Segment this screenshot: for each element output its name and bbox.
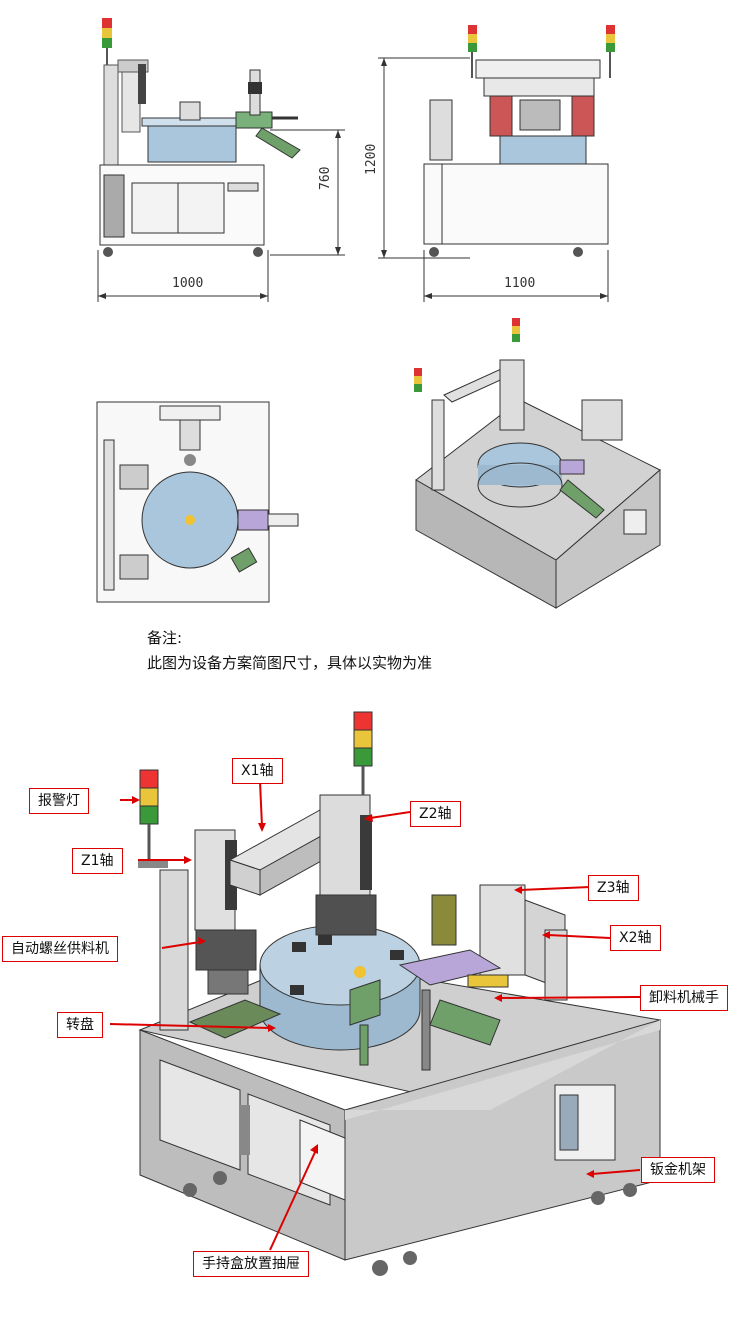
callout-unload-robot: 卸料机械手 (640, 985, 728, 1011)
callout-sheet-metal-frame: 钣金机架 (641, 1157, 715, 1183)
dim-front-height: 760 (318, 166, 333, 190)
callout-handheld-drawer: 手持盒放置抽屉 (193, 1251, 309, 1277)
dim-front-width: 1000 (172, 276, 204, 291)
callout-x1-axis: X1轴 (232, 758, 283, 784)
callout-z3-axis: Z3轴 (588, 875, 639, 901)
callout-z2-axis: Z2轴 (410, 801, 461, 827)
dim-side-width: 1100 (504, 276, 536, 291)
callout-alarm-light: 报警灯 (29, 788, 89, 814)
callout-screw-feeder: 自动螺丝供料机 (2, 936, 118, 962)
callout-x2-axis: X2轴 (610, 925, 661, 951)
note-body: 此图为设备方案简图尺寸，具体以实物为准 (147, 654, 433, 672)
callout-z1-axis: Z1轴 (72, 848, 123, 874)
note-title: 备注: (147, 629, 183, 647)
callout-arrows (109, 781, 641, 1251)
callout-turntable: 转盘 (57, 1012, 103, 1038)
dim-side-height: 1200 (364, 143, 379, 175)
